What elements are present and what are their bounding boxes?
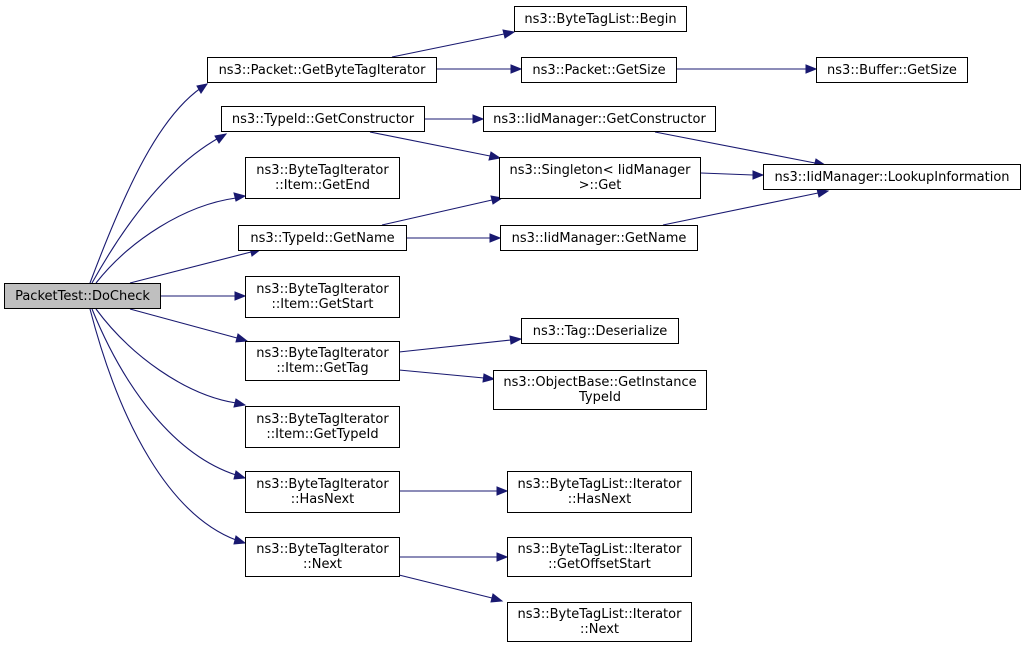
edge-getbytetagiterator-to-bytetaglist-begin [391,29,516,58]
node-label-line-2: ::Item::GetEnd [275,178,370,193]
node-packet-getbytetagiterator[interactable]: ns3::Packet::GetByteTagIterator [207,57,437,83]
edge-docheck-to-bytetagiterator-next [89,308,247,545]
edge-getbytetagiterator-to-packet-getsize [436,64,523,74]
node-label: ns3::TypeId::GetConstructor [231,111,415,127]
node-item-gettag[interactable]: ns3::ByteTagIterator ::Item::GetTag [245,341,400,381]
node-label-line-2: ::Next [579,622,620,637]
edge-getconstructor-to-iidmanager-getconstructor [424,114,485,124]
edge-docheck-to-getbytetagiterator [89,83,209,284]
node-packettest-docheck: PacketTest::DoCheck [4,283,161,309]
edge-gettag-to-objectbase-getinstancetypeid [398,369,496,383]
edge-next-to-getoffsetstart [399,552,509,562]
node-packet-getsize[interactable]: ns3::Packet::GetSize [521,57,677,83]
node-label-line-1: ns3::ByteTagIterator [256,412,389,427]
edge-gettag-to-tag-deserialize [398,335,523,353]
node-iidmanager-getconstructor[interactable]: ns3::IidManager::GetConstructor [483,106,716,132]
node-label-line-2: ::Item::GetTypeId [266,427,379,442]
node-label-line-2: ::HasNext [567,492,632,507]
edge-next-to-bytetaglist-iterator-next [398,574,504,603]
node-label: ns3::IidManager::GetName [511,230,687,246]
node-label: ns3::ByteTagList::Begin [524,11,677,27]
node-label-line-1: ns3::ByteTagIterator [256,477,389,492]
node-label-line-2: ::Item::GetStart [271,297,374,312]
node-item-gettypeid[interactable]: ns3::ByteTagIterator ::Item::GetTypeId [245,406,400,448]
node-label-line-2: ::HasNext [290,492,355,507]
node-bytetagiterator-next[interactable]: ns3::ByteTagIterator ::Next [245,537,400,577]
node-bytetagiterator-hasnext[interactable]: ns3::ByteTagIterator ::HasNext [245,471,400,513]
node-label-line-1: ns3::ByteTagList::Iterator [517,607,682,622]
edge-hasnext-to-bytetaglist-iterator-hasnext [399,486,509,496]
node-label: ns3::TypeId::GetName [250,230,395,246]
edge-docheck-to-bytetagiterator-hasnext [91,308,247,480]
node-bytetaglist-iterator-getoffsetstart[interactable]: ns3::ByteTagList::Iterator ::GetOffsetSt… [507,537,692,577]
node-label-line-2: ::Next [302,557,343,572]
node-label-line-2: >::Get [578,178,622,193]
node-item-getstart[interactable]: ns3::ByteTagIterator ::Item::GetStart [245,276,400,318]
edge-docheck-to-item-gettypeid [95,308,247,408]
node-bytetaglist-iterator-next[interactable]: ns3::ByteTagList::Iterator ::Next [507,602,692,642]
edge-docheck-to-typeid-getname [129,247,263,284]
node-iidmanager-getname[interactable]: ns3::IidManager::GetName [500,225,698,251]
edge-docheck-to-item-gettag [129,308,249,343]
node-item-getend[interactable]: ns3::ByteTagIterator ::Item::GetEnd [245,157,400,199]
node-label-line-1: ns3::ObjectBase::GetInstance [503,375,697,390]
edge-docheck-to-item-getend [95,192,247,284]
edge-packet-getsize-to-buffer-getsize [676,64,818,74]
node-label-line-1: ns3::ByteTagIterator [256,346,389,361]
node-label-line-1: ns3::ByteTagIterator [256,282,389,297]
node-label-line-2: ::Item::GetTag [276,361,369,376]
node-label-line-1: ns3::ByteTagIterator [256,163,389,178]
node-label-line-1: ns3::ByteTagIterator [256,542,389,557]
node-objectbase-getinstancetypeid[interactable]: ns3::ObjectBase::GetInstance TypeId [493,370,707,410]
node-bytetaglist-begin[interactable]: ns3::ByteTagList::Begin [514,6,687,32]
node-label: ns3::Buffer::GetSize [827,62,957,78]
edge-typeid-getname-to-iidmanager-getname [406,233,502,243]
node-typeid-getconstructor[interactable]: ns3::TypeId::GetConstructor [221,106,425,132]
node-label-line-1: ns3::ByteTagList::Iterator [517,542,682,557]
node-typeid-getname[interactable]: ns3::TypeId::GetName [238,225,407,251]
edge-docheck-to-item-getstart [160,291,247,301]
node-label-line-2: ::GetOffsetStart [548,557,651,572]
node-label: ns3::IidManager::GetConstructor [493,111,706,127]
node-iidmanager-lookupinformation[interactable]: ns3::IidManager::LookupInformation [763,164,1021,190]
edge-typeid-getname-to-singleton-get [381,195,504,226]
edge-docheck-to-typeid-getconstructor [91,133,228,284]
node-bytetaglist-iterator-hasnext[interactable]: ns3::ByteTagList::Iterator ::HasNext [507,471,692,513]
node-tag-deserialize[interactable]: ns3::Tag::Deserialize [521,318,679,344]
node-label-line-2: TypeId [579,390,621,405]
node-label: ns3::Tag::Deserialize [532,323,668,339]
node-label: ns3::Packet::GetSize [532,62,666,78]
edge-singleton-get-to-lookupinformation [700,170,765,180]
node-label-line-1: ns3::Singleton< IidManager [509,163,691,178]
node-label: ns3::Packet::GetByteTagIterator [218,62,426,78]
edge-iidmanager-getname-to-lookupinformation [662,188,830,226]
node-singleton-iidmanager-get[interactable]: ns3::Singleton< IidManager >::Get [499,157,701,199]
node-buffer-getsize[interactable]: ns3::Buffer::GetSize [816,57,968,83]
node-label: PacketTest::DoCheck [15,288,150,304]
node-label: ns3::IidManager::LookupInformation [774,169,1010,185]
node-label-line-1: ns3::ByteTagList::Iterator [517,477,682,492]
edge-getconstructor-to-singleton-get [369,131,502,161]
